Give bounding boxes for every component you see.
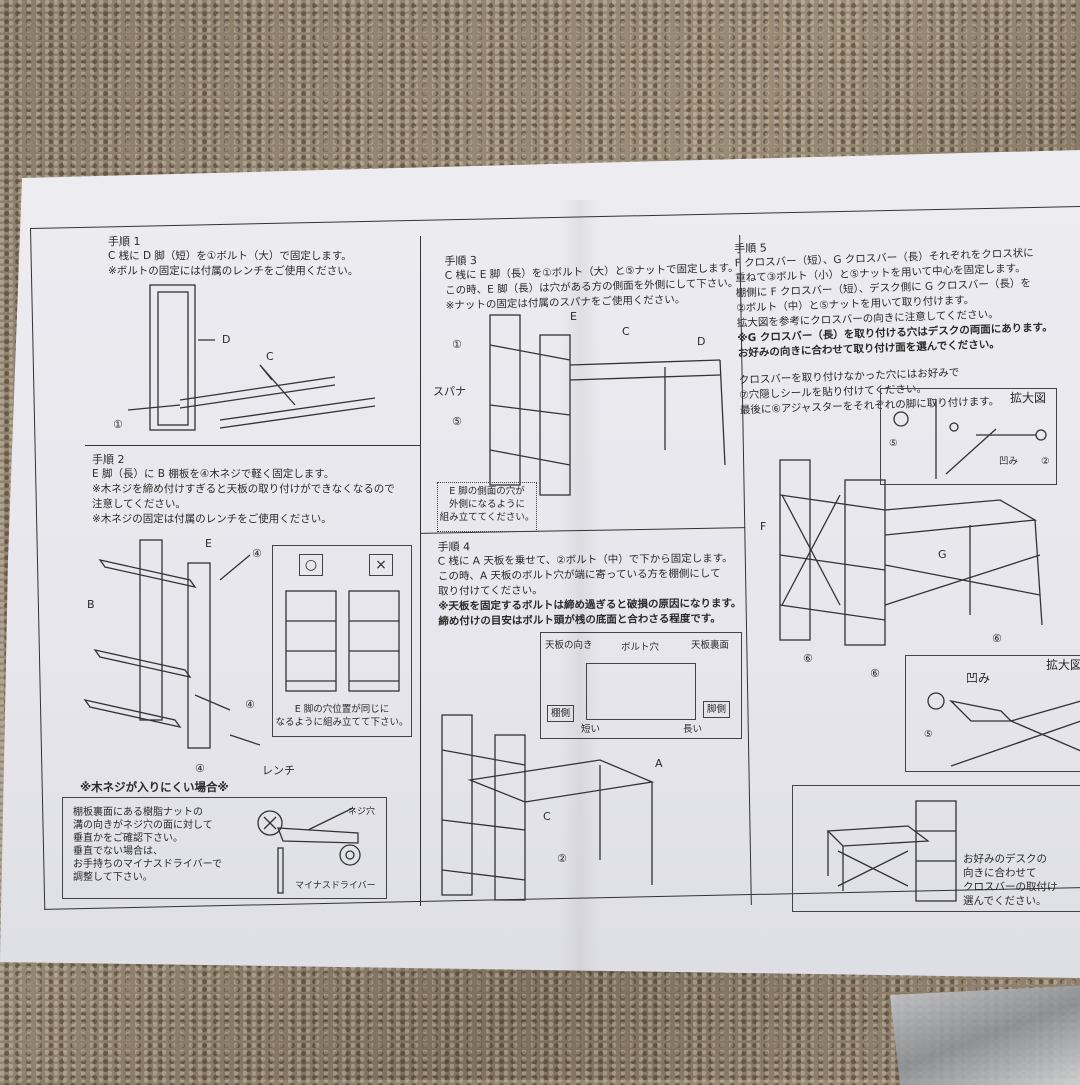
step4-diagram [441, 714, 655, 901]
part-label-6: ⑥ [870, 667, 880, 680]
tip-line: 調整して下さい。 [73, 872, 153, 883]
step-text: ※木ネジを締め付けすぎると天板の取り付けができなくなるので [92, 483, 395, 495]
part-label-4: ④ [252, 547, 262, 560]
step-text: 注意してください。 [92, 498, 186, 510]
step-text: この時、A 天板のボルト穴が端に寄っている方を棚側にして [437, 567, 721, 583]
step-warning: 締め付けの目安はボルト頭が桟の底面と合わさる程度です。 [438, 612, 721, 628]
incorrect-mark: × [369, 554, 393, 576]
note-line: 選んでください。 [963, 895, 1047, 907]
part-label-2: ② [1041, 456, 1050, 467]
shelf-comparison-icon [285, 590, 400, 692]
note-line: 組み立ててください。 [439, 512, 535, 523]
tip-line: 棚板裏面にある樹脂ナットの [73, 807, 203, 818]
paper-fold [560, 200, 600, 970]
step3-note: E 脚の側面の穴が 外側になるように 組み立ててください。 [437, 482, 537, 532]
part-label-c: C [266, 350, 274, 363]
tip-title: ※木ネジが入りにくい場合※ [80, 780, 229, 794]
bolt-detail-icon [893, 399, 1047, 479]
zoom-view-2: 拡大図 凹み ⑤ [905, 655, 1080, 772]
part-label-5: ⑤ [452, 415, 462, 428]
part-label-d: D [222, 333, 231, 346]
tip-line: 垂直でない場合は、 [73, 846, 163, 857]
part-label-b: B [87, 598, 95, 611]
part-label-c: C [543, 810, 551, 823]
step-title: 手順 1 [108, 235, 141, 248]
step-title: 手順 2 [92, 453, 125, 466]
step5-diagram [779, 459, 1043, 646]
wrench-label: レンチ [262, 764, 295, 777]
desk-note: お好みのデスクの 向きに合わせて クロスバーの取付け 選んでください。 [963, 852, 1058, 908]
note-text: E 脚の穴位置が同じに なるように組み立てて下さい。 [273, 703, 411, 729]
step-text: E 脚（長）に B 棚板を④木ネジで軽く固定します。 [92, 468, 335, 480]
screwdriver-diagram [257, 807, 361, 894]
part-label-1: ① [452, 338, 462, 351]
step-text: ※木ネジの固定は付属のレンチをご使用ください。 [92, 513, 332, 525]
part-label-g: G [938, 548, 947, 561]
zoom-label: 拡大図 [1009, 391, 1046, 405]
crossbar-detail-icon [927, 692, 1080, 767]
part-label-4: ④ [195, 762, 205, 775]
note-line: お好みのデスクの [963, 853, 1047, 865]
part-label-6: ⑥ [803, 652, 813, 665]
step-2: 手順 2 E 脚（長）に B 棚板を④木ネジで軽く固定します。 ※木ネジを締め付… [92, 452, 395, 527]
leg-side-label: 脚側 [703, 701, 731, 718]
step-4: 手順 4 C 桟に A 天板を乗せて、②ボルト（中）で下から固定します。 この時… [438, 536, 742, 629]
tip-line: 溝の向きがネジ穴の面に対して [73, 820, 213, 831]
part-label-f: F [760, 520, 767, 533]
divider [420, 236, 421, 906]
note-line: E 脚の側面の穴が [449, 486, 525, 497]
part-label-6: ⑥ [992, 632, 1002, 645]
zoom-view-1: 拡大図 凹み ⑤ ② [880, 388, 1057, 485]
part-label-2: ② [557, 852, 567, 865]
tip-line: 垂直かをご確認下さい。 [73, 833, 183, 844]
tabletop-outline [586, 663, 696, 720]
tabletop-back-label: 天板裏面 [691, 640, 730, 651]
part-label-e: E [205, 537, 212, 550]
note-line: 向きに合わせて [963, 867, 1037, 879]
note-line: E 脚の穴位置が同じに [294, 704, 390, 715]
step2-diagram [83, 539, 261, 749]
tip-box: 棚板裏面にある樹脂ナットの 溝の向きがネジ穴の面に対して 垂直かをご確認下さい。… [62, 797, 387, 899]
bolt-hole-label: ボルト穴 [621, 642, 660, 653]
part-label-c: C [622, 325, 630, 338]
dent-label: 凹み [966, 671, 991, 685]
short-label: 短い [581, 724, 601, 735]
step-3: 手順 3 C 桟に E 脚（長）を①ボルト（大）と⑤ナットで固定します。 この時… [444, 246, 739, 314]
step-1: 手順 1 C 桟に D 脚（短）を①ボルト（大）で固定します。 ※ボルトの固定に… [108, 234, 358, 279]
part-label-5: ⑤ [924, 729, 933, 740]
part-label-a: A [655, 757, 663, 770]
divider [85, 445, 420, 446]
note-line: クロスバーの取付け [963, 881, 1058, 893]
note-line: 外側になるように [448, 499, 525, 510]
tabletop-orientation-box: 天板の向き ボルト穴 天板裏面 棚側 脚側 短い 長い [540, 632, 742, 739]
step3-diagram [489, 314, 726, 496]
step-text: ※ボルトの固定には付属のレンチをご使用ください。 [108, 265, 359, 277]
part-label-e: E [570, 310, 577, 323]
screw-hole-label: ネジ穴 [348, 807, 376, 817]
part-label-1: ① [113, 418, 123, 431]
driver-label: マイナスドライバー [295, 881, 376, 891]
dent-label: 凹み [999, 456, 1019, 467]
tip-text: 棚板裏面にある樹脂ナットの 溝の向きがネジ穴の面に対して 垂直かをご確認下さい。… [73, 806, 222, 884]
orientation-label: 天板の向き [545, 640, 593, 651]
plastic-bag [890, 985, 1080, 1085]
part-label-4: ④ [245, 698, 255, 711]
step1-diagram [127, 284, 376, 431]
note-line: なるように組み立てて下さい。 [275, 717, 409, 728]
zoom-label: 拡大図 [1045, 658, 1080, 672]
correct-mark: ○ [299, 554, 323, 576]
spanner-label: スパナ [433, 385, 466, 398]
shelf-side-label: 棚側 [547, 705, 575, 722]
step-text: C 桟に D 脚（短）を①ボルト（大）で固定します。 [108, 250, 352, 262]
part-label-5: ⑤ [889, 438, 898, 449]
part-label-d: D [697, 335, 706, 348]
assembly-check-box: ○ × E 脚の穴位置が同じに なるように組み立てて下さい。 [272, 545, 412, 737]
long-label: 長い [683, 724, 703, 735]
tip-line: お手持ちのマイナスドライバーで [73, 859, 222, 870]
desk-orientation-box: お好みのデスクの 向きに合わせて クロスバーの取付け 選んでください。 [792, 785, 1080, 912]
desk-diagram [826, 800, 957, 902]
